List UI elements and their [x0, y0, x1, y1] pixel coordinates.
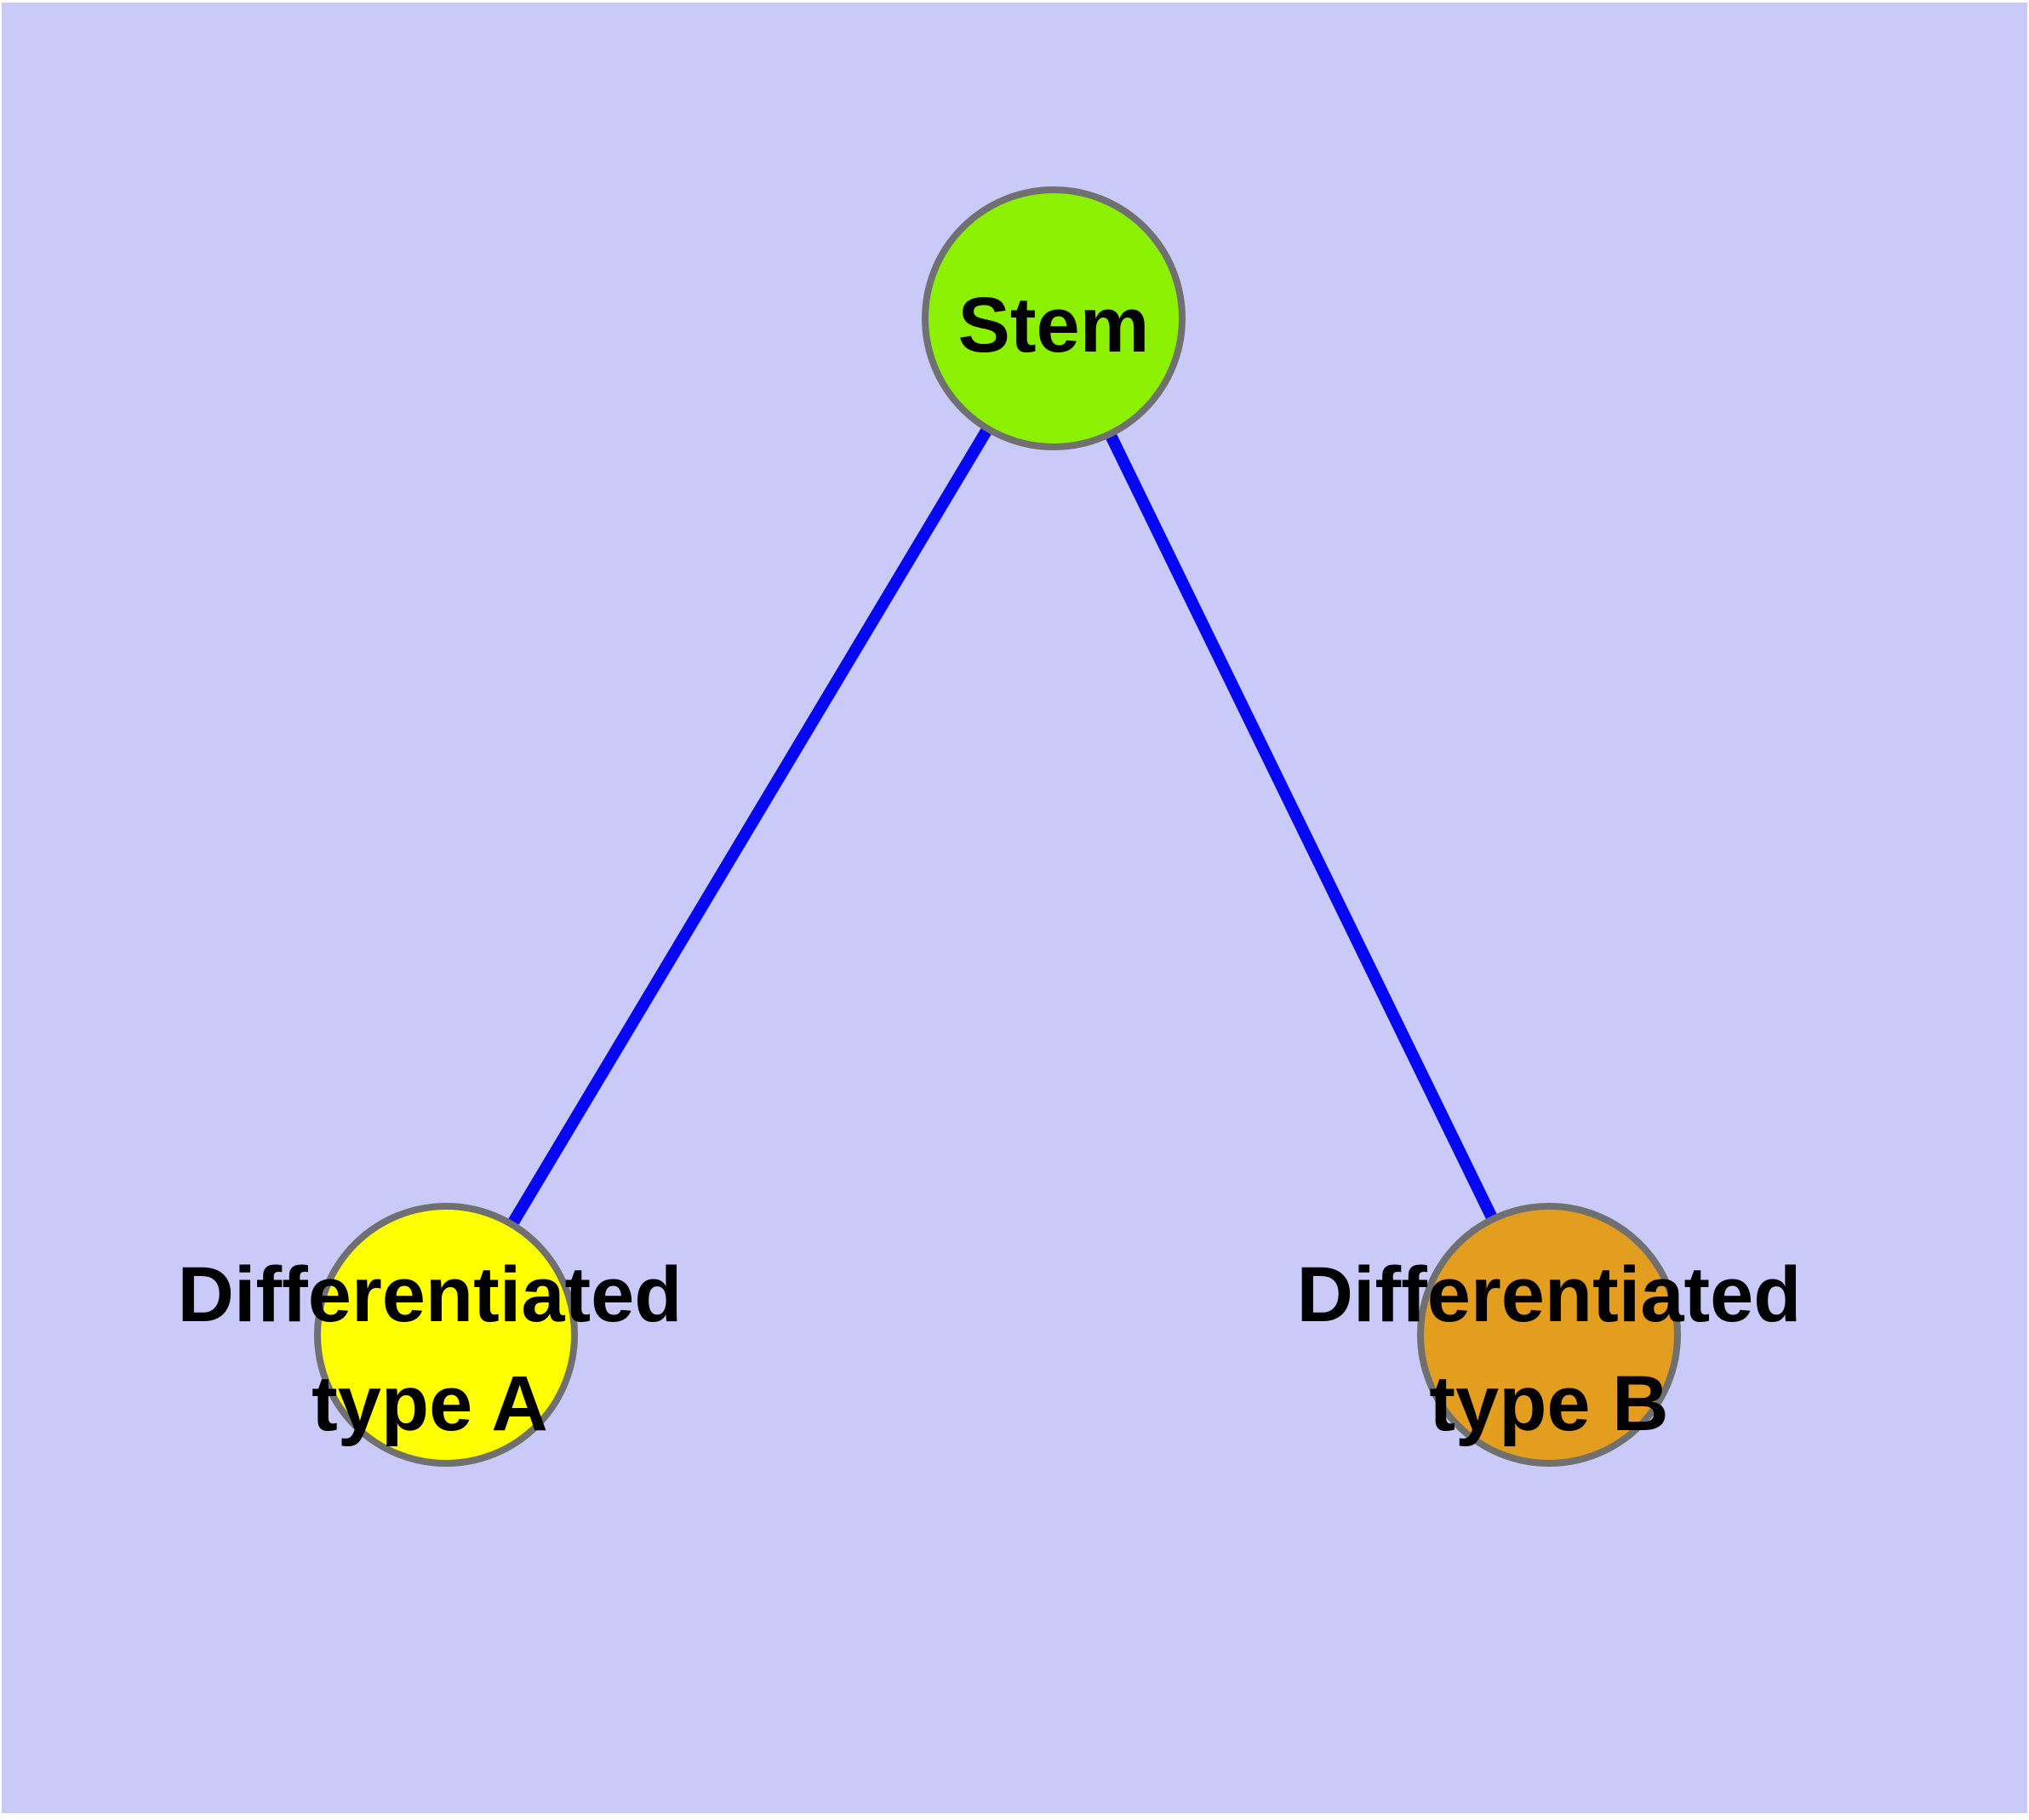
node-differentiated-b-label-line1: Differentiated	[1297, 1251, 1802, 1338]
edge-stem-to-type-b	[1048, 315, 1555, 1338]
node-differentiated-a-label-line1: Differentiated	[178, 1251, 683, 1338]
node-differentiated-a-circle	[314, 1203, 578, 1467]
node-stem-label: Stem	[958, 282, 1150, 369]
node-stem-circle	[922, 186, 1186, 450]
node-differentiated-b-label-line2: type B	[1429, 1360, 1668, 1447]
node-differentiated-b-circle	[1417, 1203, 1681, 1467]
edge-stem-to-type-a	[440, 315, 1060, 1338]
node-differentiated-a-label-line2: type A	[311, 1360, 548, 1447]
